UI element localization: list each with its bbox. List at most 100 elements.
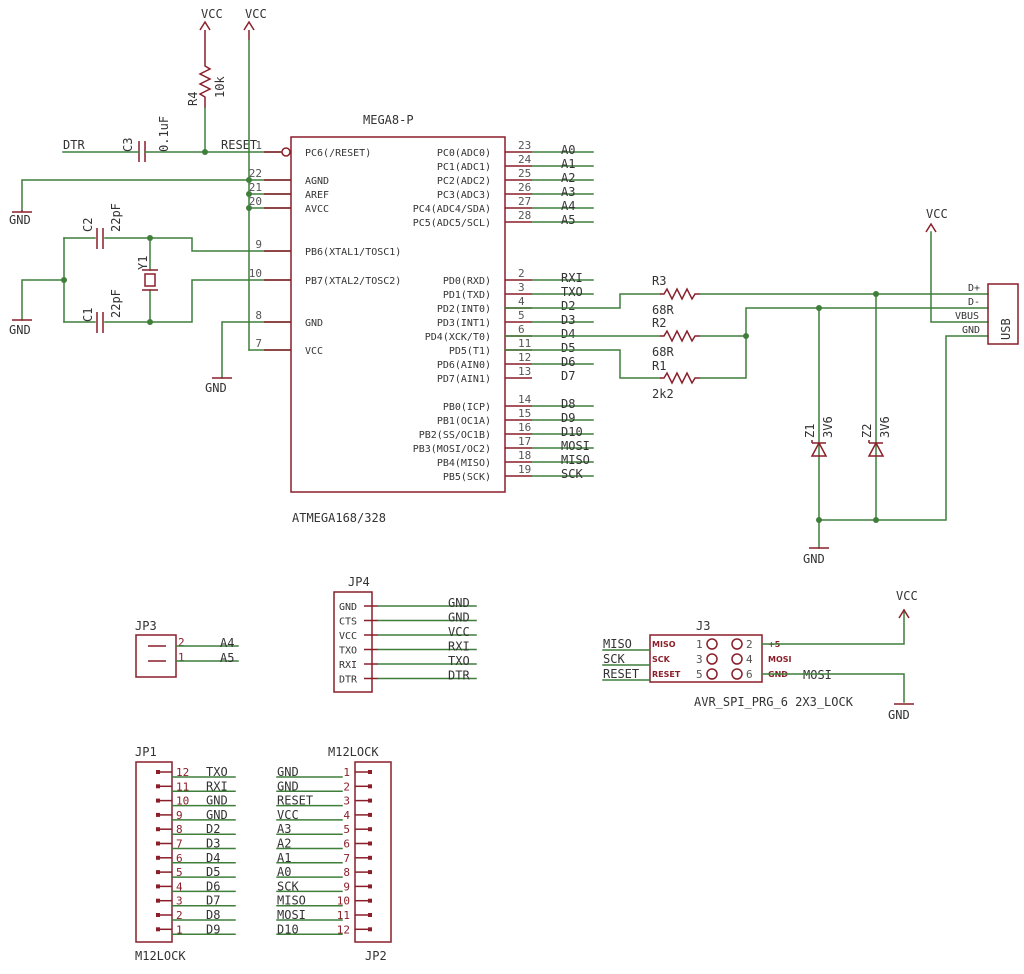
mcu-pin-number: 19 bbox=[518, 463, 531, 476]
mcu-pin-number: 7 bbox=[255, 337, 262, 350]
svg-text:C2: C2 bbox=[81, 218, 95, 232]
jp2-pin-number: 1 bbox=[343, 766, 350, 779]
net-label: TXO bbox=[448, 654, 470, 668]
jp2-pad bbox=[368, 798, 372, 803]
svg-text:C1: C1 bbox=[81, 308, 95, 322]
jp1-pin-number: 2 bbox=[176, 909, 183, 922]
mcu-pin-name: PC6(/RESET) bbox=[305, 148, 371, 159]
mcu-pin-name: PB7(XTAL2/TOSC2) bbox=[305, 276, 401, 287]
jp2-pin-number: 9 bbox=[343, 880, 350, 893]
net-label: D3 bbox=[206, 837, 220, 851]
jp2-pin-number: 6 bbox=[343, 838, 350, 851]
jp2-pad bbox=[368, 870, 372, 875]
mcu-pin-number: 23 bbox=[518, 139, 531, 152]
mcu-pin-number: 6 bbox=[518, 323, 525, 336]
net-label: RXI bbox=[448, 640, 470, 654]
svg-text:VCC: VCC bbox=[926, 207, 948, 221]
mcu-pin-name: PB6(XTAL1/TOSC1) bbox=[305, 247, 401, 258]
gnd-symbol-usb: GND bbox=[803, 547, 829, 566]
mcu-pin-name: PB2(SS/OC1B) bbox=[419, 430, 491, 441]
svg-text:VCC: VCC bbox=[245, 7, 267, 21]
j3-pin-number: 5 bbox=[696, 668, 703, 681]
net-label: RXI bbox=[206, 779, 228, 793]
jp1-pin-number: 5 bbox=[176, 866, 183, 879]
mcu-value: ATMEGA168/328 bbox=[292, 511, 386, 525]
mcu-pin-name: PD3(INT1) bbox=[437, 318, 491, 329]
mcu-pin-number: 14 bbox=[518, 393, 532, 406]
j3-pin-name: MOSI bbox=[768, 655, 792, 664]
net-label: D10 bbox=[561, 425, 583, 439]
jp4-pin-name: RXI bbox=[339, 660, 357, 671]
svg-text:Z1: Z1 bbox=[803, 424, 817, 438]
mcu-pin-number: 16 bbox=[518, 421, 531, 434]
net-label: D6 bbox=[206, 879, 220, 893]
jp1-pad bbox=[156, 898, 160, 903]
net-label: RXI bbox=[561, 271, 583, 285]
jp2-pad bbox=[368, 827, 372, 832]
jp2-pad bbox=[368, 812, 372, 817]
jp1-pin-number: 8 bbox=[176, 823, 183, 836]
jp2-pin-number: 3 bbox=[343, 795, 350, 808]
mcu-pin-number: 11 bbox=[518, 337, 531, 350]
svg-text:D-: D- bbox=[968, 297, 980, 308]
svg-text:A4: A4 bbox=[220, 636, 234, 650]
net-label: TXO bbox=[206, 765, 228, 779]
net-label: SCK bbox=[277, 879, 299, 893]
net-label: D5 bbox=[206, 865, 220, 879]
svg-text:Z2: Z2 bbox=[860, 424, 874, 438]
svg-text:10k: 10k bbox=[213, 76, 227, 98]
jp2-pin-number: 8 bbox=[343, 866, 350, 879]
jp2-pad bbox=[368, 898, 372, 903]
net-label: D4 bbox=[561, 327, 575, 341]
j3-net-label: RESET bbox=[603, 667, 639, 681]
reset-net-label: RESET bbox=[221, 138, 257, 152]
net-label: GND bbox=[206, 794, 228, 808]
net-label: MISO bbox=[561, 453, 590, 467]
net-label: D8 bbox=[561, 397, 575, 411]
svg-text:R1: R1 bbox=[652, 359, 666, 373]
j3-pad bbox=[706, 653, 718, 665]
crystal-y1: Y1 bbox=[136, 256, 158, 291]
svg-text:22pF: 22pF bbox=[109, 289, 123, 318]
jp2-pad bbox=[368, 884, 372, 889]
net-label: RESET bbox=[277, 794, 313, 808]
jp1-pad bbox=[156, 870, 160, 875]
net-label: VCC bbox=[448, 625, 470, 639]
net-label: A0 bbox=[561, 143, 575, 157]
svg-text:USB: USB bbox=[999, 318, 1013, 340]
mcu-pin-name: PC0(ADC0) bbox=[437, 148, 491, 159]
net-label: D7 bbox=[561, 369, 575, 383]
mcu-pin-name: AVCC bbox=[305, 204, 329, 215]
net-label: GND bbox=[448, 596, 470, 610]
svg-text:VCC: VCC bbox=[896, 589, 918, 603]
jp2-pad bbox=[368, 855, 372, 860]
jp1-pin-number: 6 bbox=[176, 852, 183, 865]
net-label: D4 bbox=[206, 851, 220, 865]
j3-pin-number: 6 bbox=[746, 668, 753, 681]
mcu-pin-number: 27 bbox=[518, 195, 531, 208]
svg-text:M12LOCK: M12LOCK bbox=[328, 745, 379, 759]
net-label: MOSI bbox=[561, 439, 590, 453]
net-label: D7 bbox=[206, 894, 220, 908]
mcu-pin-name: PD7(AIN1) bbox=[437, 374, 491, 385]
net-label: DTR bbox=[448, 669, 470, 683]
net-label: D9 bbox=[206, 922, 220, 936]
jp1-pad bbox=[156, 770, 160, 774]
vcc-symbol-r4: VCC bbox=[199, 7, 223, 56]
net-label: D9 bbox=[561, 411, 575, 425]
net-label: MOSI bbox=[277, 908, 306, 922]
gnd-symbol-agnd: GND bbox=[9, 210, 32, 227]
mcu-pin-name: PB0(ICP) bbox=[443, 402, 491, 413]
mcu-pin-number: 4 bbox=[518, 295, 525, 308]
jp2-pin-number: 2 bbox=[343, 780, 350, 793]
svg-text:GND: GND bbox=[888, 708, 910, 722]
jp1-pin-number: 9 bbox=[176, 809, 183, 822]
jp2-pad bbox=[368, 927, 372, 932]
j3-net-label: MISO bbox=[603, 637, 632, 651]
zener-z2: Z2 3V6 bbox=[860, 416, 892, 457]
svg-text:2: 2 bbox=[178, 636, 185, 649]
jp2-pin-number: 10 bbox=[337, 895, 350, 908]
